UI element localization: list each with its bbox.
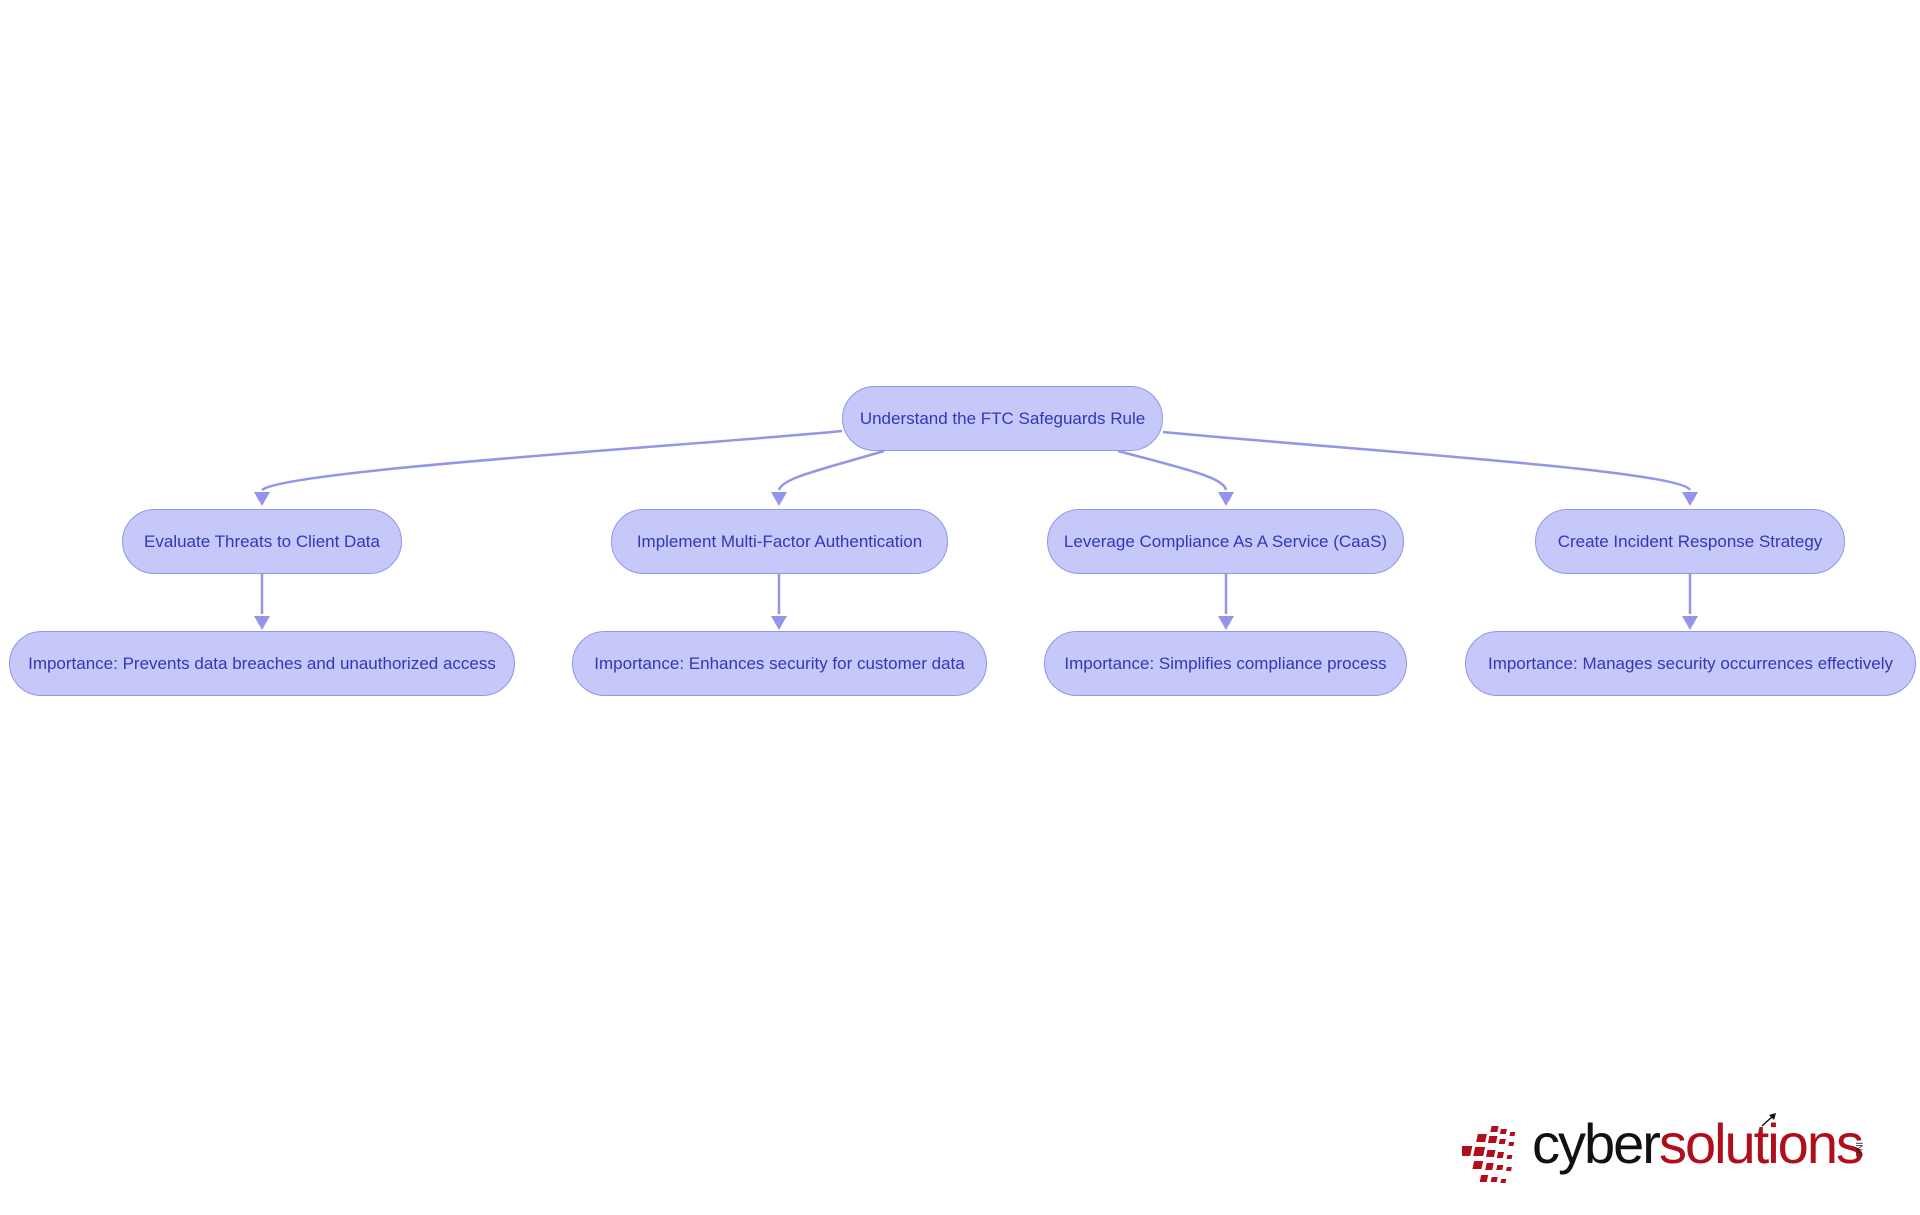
arrowhead-importance-2 <box>771 616 787 630</box>
importance-node-multi-factor-authentication: Importance: Enhances security for custom… <box>572 631 987 696</box>
importance-node-evaluate-threats: Importance: Prevents data breaches and u… <box>9 631 515 696</box>
arrowhead-importance-4 <box>1682 616 1698 630</box>
connector-root-to-step-2 <box>777 449 885 491</box>
connector-root-to-step-3 <box>1117 449 1228 491</box>
logo-inc-suffix: INC <box>1854 1142 1864 1158</box>
importance-node-label: Importance: Prevents data breaches and u… <box>28 653 496 673</box>
root-node: Understand the FTC Safeguards Rule <box>842 386 1163 451</box>
importance-node-label: Importance: Simplifies compliance proces… <box>1064 653 1387 673</box>
connector-root-to-step-1 <box>261 429 843 492</box>
arrowhead-importance-1 <box>254 616 270 630</box>
logo-text-cyber: cyber <box>1532 1112 1661 1175</box>
step-node-label: Implement Multi-Factor Authentication <box>636 531 923 551</box>
arrowhead-step-2 <box>771 492 787 506</box>
arrowhead-step-4 <box>1682 492 1698 506</box>
step-node-label: Evaluate Threats to Client Data <box>144 531 380 551</box>
importance-node-compliance-as-a-service: Importance: Simplifies compliance proces… <box>1044 631 1407 696</box>
importance-node-label: Importance: Enhances security for custom… <box>594 653 965 673</box>
arrowhead-step-3 <box>1218 492 1234 506</box>
step-node-label: Leverage Compliance As A Service (CaaS) <box>1063 531 1388 551</box>
root-node-label: Understand the FTC Safeguards Rule <box>859 408 1146 428</box>
arrowhead-step-1 <box>254 492 270 506</box>
step-node-compliance-as-a-service: Leverage Compliance As A Service (CaaS) <box>1047 509 1404 574</box>
step-node-label: Create Incident Response Strategy <box>1557 531 1823 551</box>
connector-root-to-step-4 <box>1162 430 1692 491</box>
logo-text-solutions: solutions <box>1658 1112 1864 1175</box>
logo-wordmark: cybersolutions <box>1532 1116 1864 1172</box>
arrowhead-importance-3 <box>1218 616 1234 630</box>
step-node-multi-factor-authentication: Implement Multi-Factor Authentication <box>611 509 948 574</box>
logo-pixel-mark-icon <box>1462 1126 1516 1183</box>
logo-arrow-icon <box>1761 1113 1776 1127</box>
step-node-evaluate-threats: Evaluate Threats to Client Data <box>122 509 402 574</box>
cybersolutions-logo: cybersolutions INC <box>1462 1113 1882 1195</box>
step-node-incident-response: Create Incident Response Strategy <box>1535 509 1845 574</box>
importance-node-incident-response: Importance: Manages security occurrences… <box>1465 631 1916 696</box>
importance-node-label: Importance: Manages security occurrences… <box>1487 653 1894 673</box>
